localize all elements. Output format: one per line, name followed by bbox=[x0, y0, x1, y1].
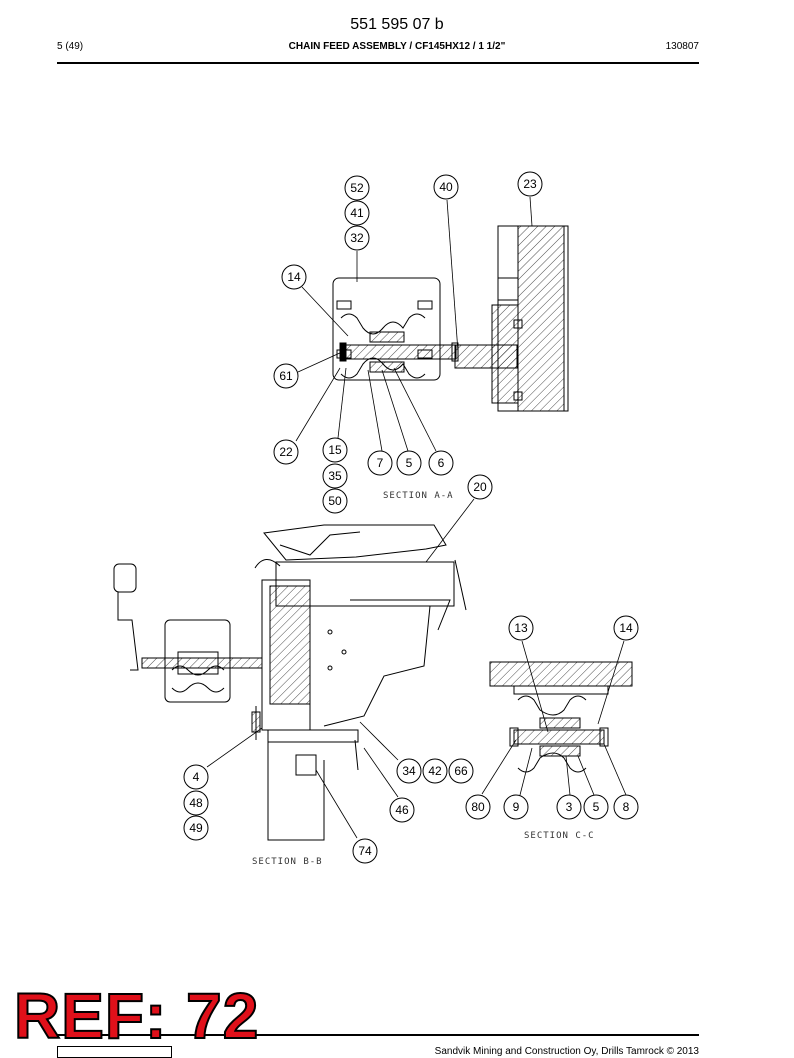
footer-divider bbox=[57, 1034, 699, 1036]
section-c-drawing bbox=[489, 661, 633, 773]
svg-text:23: 23 bbox=[523, 177, 537, 191]
svg-text:8: 8 bbox=[623, 800, 630, 814]
section-a-label: SECTION A-A bbox=[383, 491, 454, 501]
section-b-label: SECTION B-B bbox=[252, 857, 323, 867]
callout-32[interactable]: 32 bbox=[344, 225, 370, 251]
svg-text:46: 46 bbox=[395, 803, 409, 817]
callout-5[interactable]: 5 bbox=[583, 794, 609, 820]
callout-5[interactable]: 5 bbox=[396, 450, 422, 476]
callout-40[interactable]: 40 bbox=[433, 174, 459, 200]
callout-15[interactable]: 15 bbox=[322, 437, 348, 463]
callout-74[interactable]: 74 bbox=[352, 838, 378, 864]
callout-22[interactable]: 22 bbox=[273, 439, 299, 465]
svg-text:34: 34 bbox=[402, 764, 416, 778]
callout-46[interactable]: 46 bbox=[389, 797, 415, 823]
svg-text:13: 13 bbox=[514, 621, 528, 635]
svg-text:50: 50 bbox=[328, 494, 342, 508]
callout-35[interactable]: 35 bbox=[322, 463, 348, 489]
callout-66[interactable]: 66 bbox=[448, 758, 474, 784]
svg-text:5: 5 bbox=[406, 456, 413, 470]
svg-text:4: 4 bbox=[193, 770, 200, 784]
callout-80[interactable]: 80 bbox=[465, 794, 491, 820]
callout-7[interactable]: 7 bbox=[367, 450, 393, 476]
svg-text:14: 14 bbox=[287, 270, 301, 284]
svg-text:6: 6 bbox=[438, 456, 445, 470]
svg-text:74: 74 bbox=[358, 844, 372, 858]
callout-13[interactable]: 13 bbox=[508, 615, 534, 641]
svg-text:9: 9 bbox=[513, 800, 520, 814]
callout-9[interactable]: 9 bbox=[503, 794, 529, 820]
svg-text:20: 20 bbox=[473, 480, 487, 494]
callout-4[interactable]: 4 bbox=[183, 764, 209, 790]
callout-50[interactable]: 50 bbox=[322, 488, 348, 514]
callout-6[interactable]: 6 bbox=[428, 450, 454, 476]
svg-text:32: 32 bbox=[350, 231, 364, 245]
section-a-drawing bbox=[332, 225, 569, 412]
callout-3[interactable]: 3 bbox=[556, 794, 582, 820]
svg-text:49: 49 bbox=[189, 821, 203, 835]
callout-52[interactable]: 52 bbox=[344, 175, 370, 201]
svg-text:61: 61 bbox=[279, 369, 293, 383]
page-indicator: 5 (49) bbox=[57, 41, 84, 52]
svg-text:40: 40 bbox=[439, 180, 453, 194]
svg-text:66: 66 bbox=[454, 764, 468, 778]
callout-20[interactable]: 20 bbox=[467, 474, 493, 500]
svg-text:42: 42 bbox=[428, 764, 442, 778]
callout-61[interactable]: 61 bbox=[273, 363, 299, 389]
svg-text:7: 7 bbox=[377, 456, 384, 470]
svg-text:80: 80 bbox=[471, 800, 485, 814]
svg-text:5: 5 bbox=[593, 800, 600, 814]
document-number: 551 595 07 b bbox=[350, 16, 444, 33]
svg-text:22: 22 bbox=[279, 445, 293, 459]
svg-text:3: 3 bbox=[566, 800, 573, 814]
section-c-label: SECTION C-C bbox=[524, 831, 595, 841]
leader-lines bbox=[206, 196, 627, 839]
section-b-drawing bbox=[113, 524, 467, 841]
callout-41[interactable]: 41 bbox=[344, 200, 370, 226]
callout-48[interactable]: 48 bbox=[183, 790, 209, 816]
callout-34[interactable]: 34 bbox=[396, 758, 422, 784]
svg-text:35: 35 bbox=[328, 469, 342, 483]
svg-text:52: 52 bbox=[350, 181, 364, 195]
callout-23[interactable]: 23 bbox=[517, 171, 543, 197]
callout-8[interactable]: 8 bbox=[613, 794, 639, 820]
callout-14[interactable]: 14 bbox=[281, 264, 307, 290]
callout-14[interactable]: 14 bbox=[613, 615, 639, 641]
callout-49[interactable]: 49 bbox=[183, 815, 209, 841]
ref-stamp: REF: 72 bbox=[13, 980, 260, 1052]
callout-42[interactable]: 42 bbox=[422, 758, 448, 784]
date-code: 130807 bbox=[665, 41, 699, 52]
svg-text:48: 48 bbox=[189, 796, 203, 810]
svg-text:15: 15 bbox=[328, 443, 342, 457]
header-divider bbox=[57, 62, 699, 64]
footer-copyright: Sandvik Mining and Construction Oy, Dril… bbox=[434, 1046, 699, 1057]
svg-text:41: 41 bbox=[350, 206, 364, 220]
svg-text:14: 14 bbox=[619, 621, 633, 635]
page-title: CHAIN FEED ASSEMBLY / CF145HX12 / 1 1/2" bbox=[288, 41, 506, 52]
